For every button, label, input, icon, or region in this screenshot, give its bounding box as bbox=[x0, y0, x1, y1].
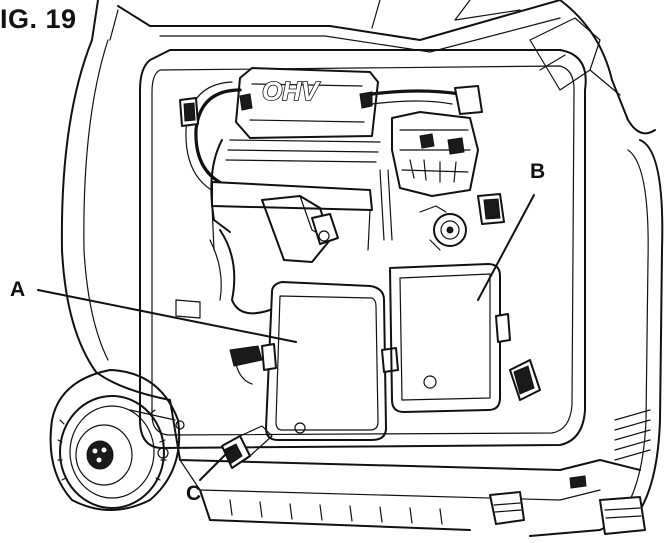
leader-c bbox=[199, 447, 233, 481]
wheel bbox=[49, 369, 185, 511]
air-filter-cover bbox=[175, 281, 399, 441]
callout-c: C bbox=[186, 482, 201, 505]
leader-b bbox=[477, 194, 535, 301]
leader-a bbox=[37, 289, 297, 343]
ohv-logo: OHV bbox=[262, 76, 321, 106]
callout-a: A bbox=[10, 278, 25, 301]
spark-plug-compartment bbox=[389, 263, 541, 413]
figure-title: IG. 19 bbox=[0, 4, 77, 34]
callout-b: B bbox=[530, 160, 545, 183]
engine-assembly: OHV bbox=[179, 67, 505, 315]
generator-housing bbox=[60, 0, 664, 537]
choke-knob bbox=[221, 425, 273, 469]
